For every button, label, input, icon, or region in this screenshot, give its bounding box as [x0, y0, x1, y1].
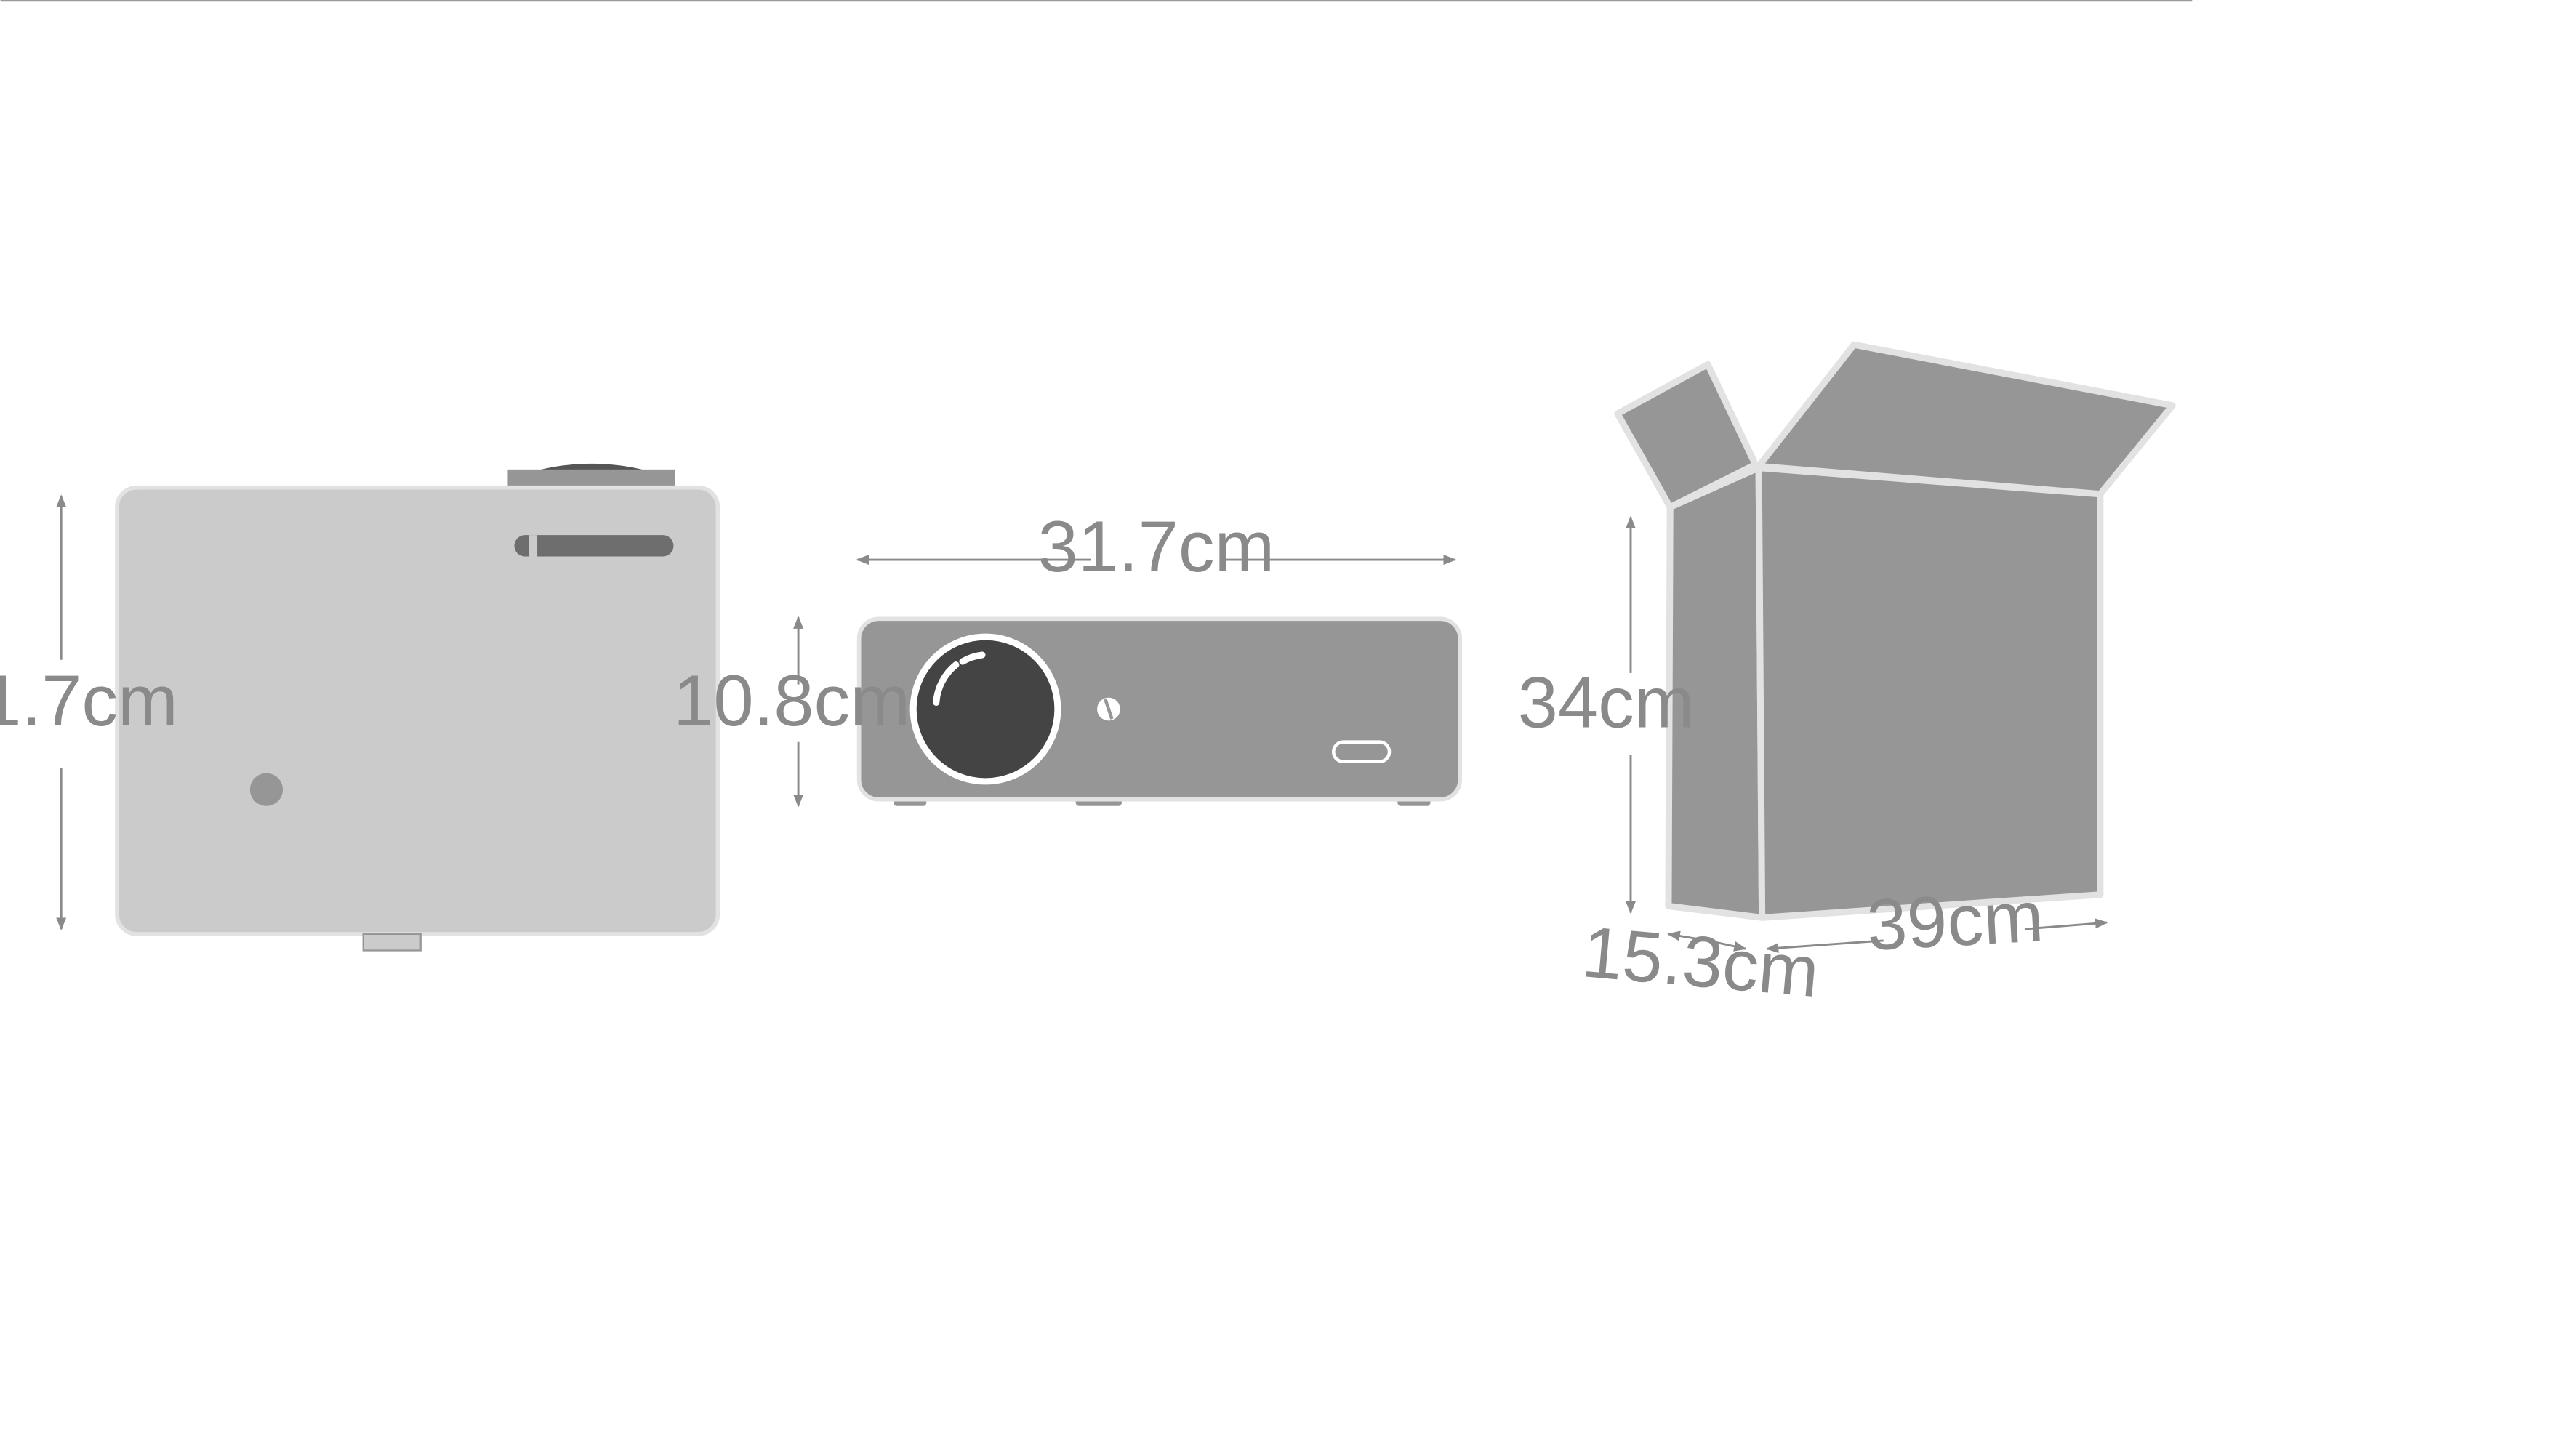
- front-view-height-dimension: 10.8cm: [673, 616, 910, 808]
- front-view-height-label: 10.8cm: [673, 661, 910, 741]
- top-view-depth-label: 31.7cm: [0, 661, 178, 741]
- projector-front-view-icon: [856, 616, 1462, 806]
- box-width-label: 39cm: [1865, 876, 2045, 966]
- front-view-width-label: 31.7cm: [1037, 507, 1274, 587]
- box-depth-label: 15.3cm: [1579, 912, 1822, 1013]
- front-view-width-dimension: 31.7cm: [856, 507, 1457, 587]
- box-depth-dimension: 15.3cm: [1579, 912, 1822, 1013]
- box-height-dimension: 34cm: [1518, 515, 1695, 914]
- projector-top-view-icon: [115, 463, 720, 952]
- box-height-label: 34cm: [1518, 662, 1695, 743]
- top-view-depth-dimension: 31.7cm: [0, 494, 178, 930]
- open-box-icon: [1614, 341, 2176, 921]
- box-width-dimension: 39cm: [1765, 876, 2108, 966]
